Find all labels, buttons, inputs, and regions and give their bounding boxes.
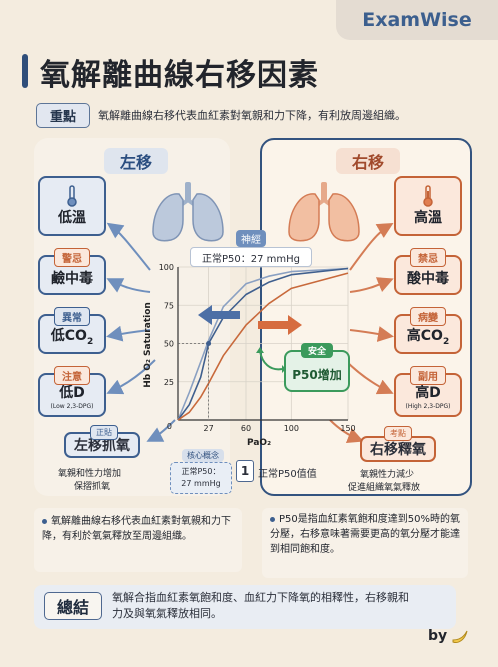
low-co2-label: 低CO2 xyxy=(50,328,94,347)
thermometer-hot-icon xyxy=(423,185,433,207)
p50-label-box: 正常P50：27 mmHg xyxy=(190,247,312,267)
high-co2-card: 病變 高CO2 xyxy=(394,307,462,354)
key-point-text: 氧解離曲線右移代表血紅素對氧親和力下降，有利放周邊組織。 xyxy=(98,109,406,122)
acidosis-tag: 禁忌 xyxy=(410,248,446,267)
bullet-right-text: P50是指血紅素氧飽和度達到50%時的氧分壓，右移意味著需要更高的氧分壓才能達到… xyxy=(270,514,460,555)
p50-increase-box: 安全 P50增加 xyxy=(284,343,350,392)
bullet-dot-icon xyxy=(270,516,275,522)
alkalosis-label: 鹼中毒 xyxy=(51,271,93,287)
y-tick-label: 25 xyxy=(164,378,174,387)
key-point-tag: 重點 xyxy=(36,103,90,128)
core-concept-tag: 核心概念 xyxy=(182,449,224,462)
number-badge: 1 xyxy=(236,460,254,482)
p50-increase-label: P50增加 xyxy=(292,368,342,382)
number-badge-label: 正常P50值值 xyxy=(258,469,317,480)
alkalosis-card: 警忌 鹼中毒 xyxy=(38,248,106,295)
left-shift-heading: 左移 xyxy=(104,148,168,174)
low-temperature-label: 低溫 xyxy=(58,210,86,226)
chart-series xyxy=(177,267,349,421)
high-dpg-tag: 副用 xyxy=(410,366,446,385)
series-line-2 xyxy=(177,272,349,421)
bullet-right: P50是指血紅素氧飽和度達到50%時的氧分壓，右移意味著需要更高的氧分壓才能達到… xyxy=(262,508,468,578)
y-tick-label: 50 xyxy=(164,340,174,349)
green-arrow-icon xyxy=(256,347,286,373)
thermometer-cold-icon xyxy=(67,185,77,207)
low-co2-tag: 異常 xyxy=(54,307,90,326)
right-shift-heading: 右移 xyxy=(336,148,400,174)
title-accent xyxy=(22,54,28,88)
high-dpg-label: 高D xyxy=(415,385,441,401)
bullet-dot-icon xyxy=(42,518,47,524)
low-co2-card: 異常 低CO2 xyxy=(38,307,106,354)
low-dpg-label: 低D xyxy=(59,385,85,401)
acidosis-card: 禁忌 酸中毒 xyxy=(394,248,462,295)
y-tick-label: 75 xyxy=(164,301,174,310)
lungs-orange-icon xyxy=(288,182,360,242)
left-note-1: 氧親和性力增加 xyxy=(58,469,122,479)
brand-logo: ExamWise xyxy=(336,0,498,40)
high-co2-tag: 病變 xyxy=(410,307,446,326)
acidosis-label: 酸中毒 xyxy=(407,271,449,287)
x-tick-label: 27 xyxy=(204,424,214,433)
low-dpg-tag: 注意 xyxy=(54,366,90,385)
safe-tag: 安全 xyxy=(300,343,334,358)
x-tick-label: 60 xyxy=(241,424,251,433)
low-dpg-sub: (Low 2,3-DPG) xyxy=(50,403,94,410)
nerve-tag: 神經 xyxy=(236,230,266,247)
summary-tag: 總結 xyxy=(44,592,102,620)
chart-ticks: 25 50 75 100 27 60 100 150 xyxy=(159,263,356,433)
low-dpg-card: 注意 低D (Low 2,3-DPG) xyxy=(38,366,106,417)
right-note-2: 促進組織氧氣釋放 xyxy=(348,483,421,493)
summary-box xyxy=(34,585,456,629)
summary-text: 氧解合指血紅素氧飽和度、血紅力下降氧的相釋性，右移親和力及與氧氣釋放相同。 xyxy=(112,591,409,620)
high-dpg-sub: (High 2,3-DPG) xyxy=(405,403,451,410)
right-note-1: 氧親性力減少 xyxy=(360,470,415,480)
oxygen-dissociation-chart: 25 50 75 100 27 60 100 150 Hb O₂ Saturation PaO… xyxy=(143,263,356,448)
y-axis-label: Hb O₂ Saturation xyxy=(143,302,153,388)
series-line-0 xyxy=(177,267,349,421)
right-result-tag: 考點 xyxy=(384,426,412,441)
page-title: 氧解離曲線右移因素 xyxy=(40,58,319,93)
origin-label: 0 xyxy=(167,422,172,431)
core-concept-line2: 27 mmHg xyxy=(181,479,221,488)
x-tick-label: 150 xyxy=(340,424,355,433)
x-axis-label: PaO₂ xyxy=(247,438,271,448)
p50-marker xyxy=(206,341,212,346)
core-concept-box: 正常P50： 27 mmHg xyxy=(170,462,232,494)
bullet-left-text: 氧解離曲線右移代表血紅素對氧親和力下降，有利於氧氣釋放至周邊組織。 xyxy=(42,516,231,542)
high-dpg-card: 副用 高D (High 2,3-DPG) xyxy=(394,366,462,417)
bullet-left: 氧解離曲線右移代表血紅素對氧親和力下降，有利於氧氣釋放至周邊組織。 xyxy=(34,508,242,572)
alkalosis-tag: 警忌 xyxy=(54,248,90,267)
left-note-2: 保摺抓氧 xyxy=(74,482,111,492)
footer-by: by xyxy=(428,628,448,644)
high-co2-label: 高CO2 xyxy=(406,328,450,347)
y-tick-label: 100 xyxy=(159,263,174,272)
high-temperature-card: 高溫 xyxy=(394,176,462,236)
high-temperature-label: 高溫 xyxy=(414,210,442,226)
banana-icon xyxy=(452,630,468,643)
x-tick-label: 100 xyxy=(284,424,299,433)
core-concept-line1: 正常P50： xyxy=(181,467,221,476)
lungs-blue-icon xyxy=(152,182,224,242)
low-temperature-card: 低溫 xyxy=(38,176,106,236)
left-result-tag: 正貼 xyxy=(90,425,118,440)
